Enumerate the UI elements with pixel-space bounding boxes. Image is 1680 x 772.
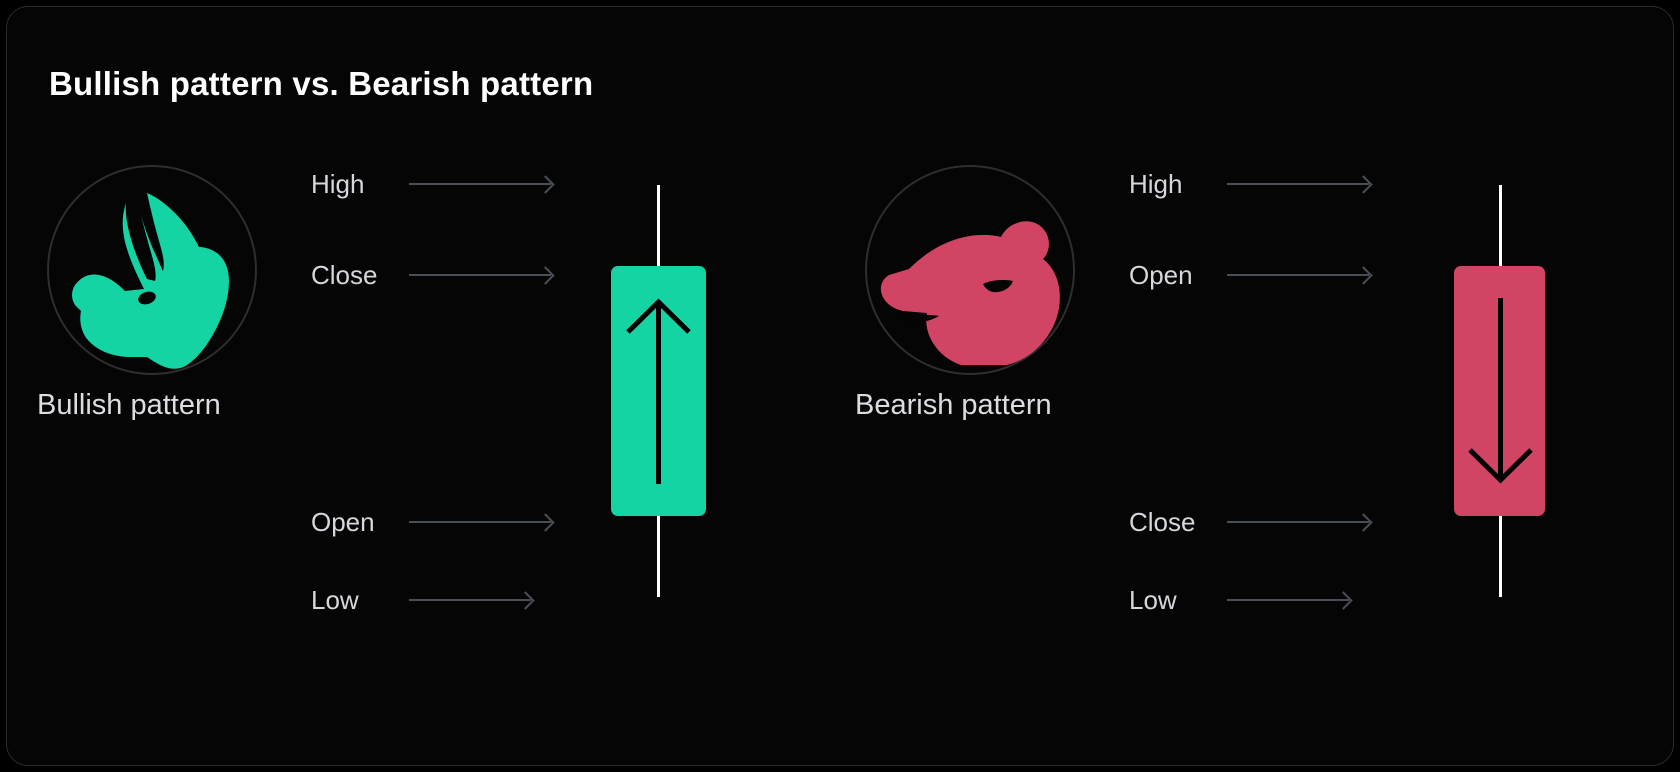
pointer-arrow-icon	[1227, 274, 1369, 276]
emblem-ring	[865, 165, 1075, 375]
label-text: High	[311, 168, 365, 199]
bearish-caption: Bearish pattern	[855, 389, 1052, 421]
bear-head-icon	[880, 221, 1060, 365]
pointer-arrow-icon	[1227, 183, 1369, 185]
label-text: Close	[1129, 506, 1196, 537]
page-title: Bullish pattern vs. Bearish pattern	[49, 65, 594, 102]
label-text: Open	[1129, 259, 1193, 290]
pointer-arrow-icon	[409, 521, 551, 523]
pointer-arrow-icon	[409, 599, 531, 601]
label-text: Open	[311, 506, 375, 537]
pointer-arrow-icon	[409, 274, 551, 276]
bullish-candlestick	[562, 7, 762, 765]
label-text: Low	[311, 584, 359, 615]
bullish-label-high: High	[311, 167, 551, 201]
bearish-candlestick	[1389, 7, 1589, 765]
bull-head-icon	[72, 193, 229, 369]
bearish-label-low: Low	[1129, 583, 1349, 617]
bullish-label-low: Low	[311, 583, 531, 617]
pointer-arrow-icon	[409, 183, 551, 185]
bear-emblem	[865, 165, 1075, 375]
arrow-up-icon	[626, 298, 691, 484]
bullish-section: Bullish pattern High Close Open Low	[7, 7, 841, 765]
label-text: Low	[1129, 584, 1177, 615]
bearish-label-open: Open	[1129, 258, 1369, 292]
pointer-arrow-icon	[1227, 521, 1369, 523]
label-text: High	[1129, 168, 1183, 199]
bearish-label-close: Close	[1129, 505, 1369, 539]
pointer-arrow-icon	[1227, 599, 1349, 601]
bearish-section: Bearish pattern High Open Close Low	[825, 7, 1659, 765]
arrow-down-icon	[1468, 298, 1533, 484]
bullish-label-open: Open	[311, 505, 551, 539]
bull-emblem	[47, 165, 257, 375]
emblem-ring	[47, 165, 257, 375]
bullish-label-close: Close	[311, 258, 551, 292]
bullish-caption: Bullish pattern	[37, 389, 221, 421]
diagram-panel: Bullish pattern vs. Bearish pattern Bull…	[6, 6, 1674, 766]
bearish-label-high: High	[1129, 167, 1369, 201]
label-text: Close	[311, 259, 378, 290]
